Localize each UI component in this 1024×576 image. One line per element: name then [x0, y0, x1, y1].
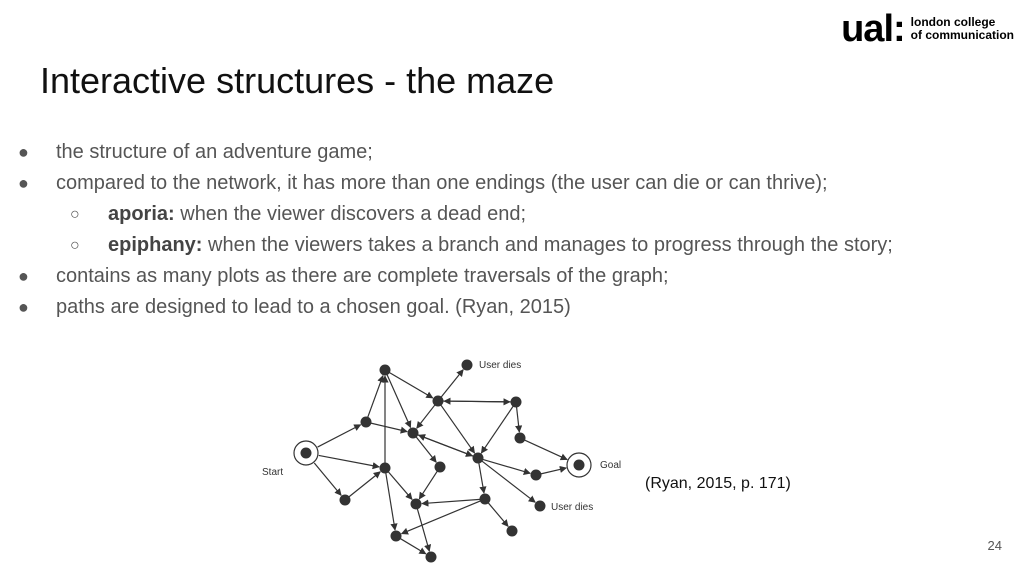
diagram-edge — [478, 462, 487, 494]
diagram-node — [379, 364, 391, 376]
diagram-edge — [440, 404, 476, 454]
goal-node — [573, 459, 585, 471]
start-node — [300, 447, 312, 459]
diagram-edges — [313, 369, 568, 555]
diagram-edge — [317, 424, 362, 448]
diagram-edge — [367, 374, 385, 418]
sub-bullet-marker: ○ — [70, 206, 80, 223]
diagram-edge — [415, 436, 437, 463]
diagram-node — [479, 493, 491, 505]
bullet-text: the structure of an adventure game; — [56, 141, 373, 163]
diagram-edge — [417, 434, 474, 457]
diagram-edge — [348, 471, 381, 498]
diagram-node — [506, 525, 518, 537]
logo-text: london college of communication — [911, 16, 1014, 42]
bullet-item: ● contains as many plots as there are co… — [0, 261, 1024, 292]
bullet-item: ● the structure of an adventure game; — [0, 137, 1024, 168]
user-dies-label-bottom: User dies — [551, 502, 593, 513]
bullet-marker: ● — [18, 173, 29, 193]
bullet-marker: ● — [18, 297, 29, 317]
diagram-node — [432, 395, 444, 407]
diagram-node — [379, 462, 391, 474]
bullet-marker: ● — [18, 266, 29, 286]
diagram-node — [514, 432, 526, 444]
bullet-text: paths are designed to lead to a chosen g… — [56, 296, 571, 318]
diagram-edge — [399, 538, 427, 555]
sub-bullet-item: ○ epiphany: when the viewers takes a bra… — [0, 230, 1024, 261]
user-dies-label-top: User dies — [479, 360, 521, 371]
sub-bullet-item: ○ aporia: when the viewer discovers a de… — [0, 199, 1024, 230]
diagram-edge — [515, 406, 523, 433]
diagram-node — [410, 498, 422, 510]
diagram-nodes — [293, 359, 592, 563]
start-label: Start — [262, 467, 283, 478]
page-number: 24 — [987, 538, 1002, 553]
diagram-edge — [480, 405, 514, 454]
diagram-edge — [416, 508, 432, 552]
diagram-node — [510, 396, 522, 408]
diagram-node — [390, 530, 402, 542]
diagram-edge — [416, 404, 436, 429]
diagram-node — [461, 359, 473, 371]
diagram-edge — [524, 439, 568, 461]
ual-logo: ual: london college of communication — [841, 10, 1014, 48]
bullet-item: ● paths are designed to lead to a chosen… — [0, 292, 1024, 323]
logo-line-1: london college — [910, 15, 996, 29]
bullet-text: when the viewer discovers a dead end; — [174, 203, 527, 225]
diagram-node — [434, 461, 446, 473]
diagram-node — [360, 416, 372, 428]
diagram-node — [339, 494, 351, 506]
term-epiphany: epiphany: — [108, 234, 203, 256]
bullet-text: when the viewers takes a branch and mana… — [202, 234, 893, 256]
diagram-edge — [481, 460, 536, 503]
diagram-node — [407, 427, 419, 439]
diagram-edge — [386, 374, 412, 429]
sub-bullet-marker: ○ — [70, 237, 80, 254]
diagram-edge — [313, 462, 342, 496]
diagram-edge — [370, 422, 408, 434]
diagram-edge — [387, 471, 413, 500]
diagram-node — [425, 551, 437, 563]
diagram-node — [530, 469, 542, 481]
bullet-item: ● compared to the network, it has more t… — [0, 168, 1024, 199]
bullet-marker: ● — [18, 142, 29, 162]
diagram-edge — [482, 458, 531, 475]
maze-diagram: Start Goal User dies User dies — [262, 359, 621, 563]
diagram-edge — [487, 502, 509, 527]
bullet-text: contains as many plots as there are comp… — [56, 265, 669, 287]
diagram-edge — [400, 500, 481, 535]
diagram-edge — [540, 465, 568, 475]
start-node-ring — [293, 440, 319, 466]
slide-title: Interactive structures - the maze — [40, 60, 555, 101]
diagram-node — [472, 452, 484, 464]
diagram-edge — [440, 369, 464, 398]
diagram-edge — [418, 470, 438, 500]
logo-mark: ual: — [841, 8, 906, 50]
term-aporia: aporia: — [108, 203, 175, 225]
diagram-edge — [318, 454, 380, 470]
bullet-text: compared to the network, it has more tha… — [56, 172, 828, 194]
figure-caption: (Ryan, 2015, p. 171) — [645, 475, 791, 492]
diagram-edge — [421, 498, 481, 507]
goal-label: Goal — [600, 460, 621, 471]
diagram-edge — [389, 372, 434, 399]
logo-line-2: of communication — [910, 28, 1014, 42]
diagram-edge — [443, 397, 512, 405]
diagram-node — [534, 500, 546, 512]
goal-node-ring — [566, 452, 592, 478]
diagram-edge — [385, 472, 398, 531]
bullet-list: ● the structure of an adventure game; ● … — [0, 137, 1024, 323]
